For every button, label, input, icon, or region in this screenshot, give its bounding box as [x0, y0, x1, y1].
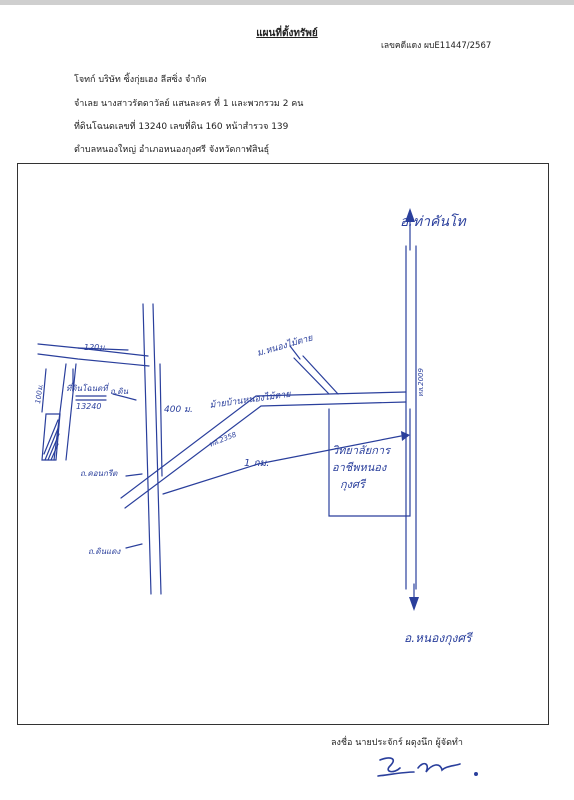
- label-land-number: 13240: [76, 402, 101, 411]
- hatch-line-1: [43, 419, 59, 455]
- dirt-road-line-left: [142, 303, 152, 595]
- label-1km: 1 กม.: [244, 458, 269, 469]
- label-concrete-road: ถ.คอนกรีต: [80, 469, 118, 478]
- highway-2358-line-top: [120, 391, 407, 499]
- label-to-north: อ.ท่าคันโท: [400, 213, 467, 230]
- village-road-arrow: [289, 345, 301, 360]
- land-road-line-bottom: [37, 353, 150, 367]
- dim-120m-line: [77, 347, 129, 351]
- dim-1km-line-1: [162, 463, 259, 495]
- school-building: [328, 408, 411, 517]
- top-border: [0, 0, 574, 5]
- label-din-daeng-road: ถ.ดินแดง: [88, 547, 121, 556]
- village-road-line-1: [293, 357, 330, 395]
- deed-line: ที่ดินโฉนดเลขที่ 13240 เลขที่ดิน 160 หน้…: [74, 122, 289, 132]
- map-drawing: อ.ท่าคันโท อ.หนองกุงศรี ทล.2009 ทล.2358 …: [34, 208, 473, 646]
- north-arrow-head: [405, 208, 415, 222]
- dim-400m-line: [159, 363, 163, 477]
- hatch-line-4: [50, 443, 59, 461]
- case-number: เลขคดีแดง ผบE11447/2567: [381, 41, 492, 51]
- land-right-edge: [65, 363, 77, 461]
- school-line-2: อาชีพหนอง: [332, 461, 388, 474]
- village-road-line-2: [302, 355, 339, 395]
- concrete-road-pointer: [125, 473, 143, 477]
- label-120m: 120ม.: [84, 343, 107, 352]
- hatch-line-2: [44, 425, 60, 461]
- handwritten-signature: [377, 757, 479, 777]
- label-village-junction: ม้ายบ้านหนองไม้ตาย: [209, 388, 292, 411]
- land-left-edge: [53, 363, 67, 461]
- highway-2358-line-bottom: [124, 401, 407, 509]
- label-village-road: ม.หนองไม้ตาย: [256, 331, 315, 359]
- land-hatch-outline: [41, 413, 61, 461]
- label-land: ที่ดินโฉนดที่: [66, 382, 110, 393]
- south-arrow-head: [409, 597, 419, 611]
- document-title: แผนที่ตั้งทรัพย์: [256, 28, 318, 39]
- location-line: ตำบลหนองใหญ่ อำเภอหนองกุงศรี จังหวัดกาฬส…: [74, 145, 270, 155]
- plaintiff-line: โจทก์ บริษัท ซิ้งกุ่ยเฮง ลีสซิ่ง จำกัด: [74, 75, 207, 85]
- dim-1km-arrow-head: [401, 431, 410, 441]
- label-road-2009: ทล.2009: [417, 368, 425, 397]
- dirt-road-line-right: [152, 303, 162, 595]
- dim-100m-line: [41, 368, 47, 413]
- signatory-line: ลงชื่อ นายประจักร์ ผดุงนึก ผู้จัดทำ: [331, 738, 463, 748]
- din-road-pointer: [112, 393, 137, 401]
- label-100m: 100ม.: [34, 383, 45, 404]
- property-map: อ.ท่าคันโท อ.หนองกุงศรี ทล.2009 ทล.2358 …: [17, 163, 549, 725]
- label-to-south: อ.หนองกุงศรี: [404, 631, 473, 646]
- label-din-road: ถ.ดิน: [110, 387, 129, 396]
- hatch-line-3: [47, 433, 60, 461]
- school-line-3: กุงศรี: [340, 478, 367, 491]
- school-line-1: วิทยาลัยการ: [332, 444, 392, 457]
- label-400m: 400 ม.: [164, 405, 193, 415]
- defendant-line: จำเลย นางสาวรัตดาวัลย์ แสนละคร ที่ 1 และ…: [74, 99, 304, 109]
- din-daeng-pointer: [125, 543, 143, 549]
- label-road-2358: ทล.2358: [208, 430, 238, 448]
